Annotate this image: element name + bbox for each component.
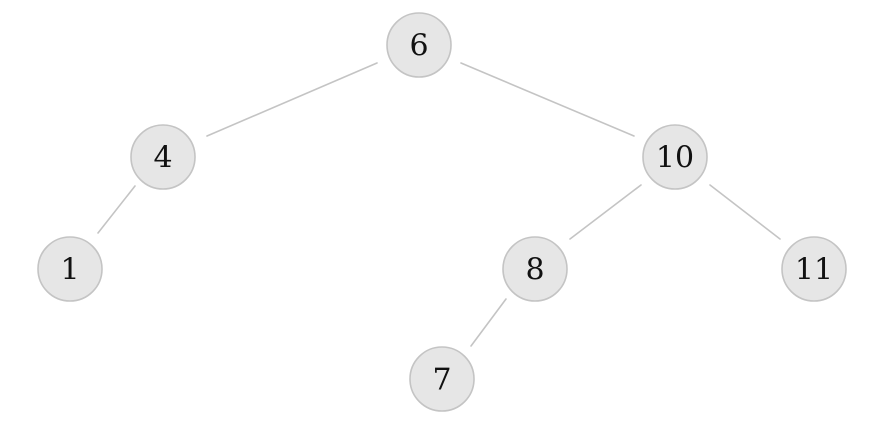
node-label: 11 [795, 253, 833, 288]
edge-6-4 [206, 62, 378, 137]
edge-10-8 [569, 184, 642, 240]
node-circle [502, 236, 568, 302]
node-label: 6 [409, 29, 428, 64]
tree-node-7: 7 [409, 346, 475, 412]
tree-node-10: 10 [642, 124, 708, 190]
node-label: 1 [60, 253, 79, 288]
edge-10-11 [709, 184, 781, 240]
edge-6-10 [460, 62, 635, 137]
tree-edges [97, 62, 781, 347]
node-circle [642, 124, 708, 190]
tree-node-6: 6 [386, 12, 452, 78]
edge-8-7 [470, 298, 507, 347]
node-circle [37, 236, 103, 302]
node-circle [386, 12, 452, 78]
node-circle [781, 236, 847, 302]
edge-4-1 [97, 185, 136, 234]
node-label: 7 [432, 363, 451, 398]
tree-node-11: 11 [781, 236, 847, 302]
node-label: 10 [656, 141, 694, 176]
node-label: 8 [525, 253, 544, 288]
tree-node-4: 4 [130, 124, 196, 190]
node-circle [130, 124, 196, 190]
tree-node-1: 1 [37, 236, 103, 302]
tree-node-8: 8 [502, 236, 568, 302]
node-circle [409, 346, 475, 412]
node-label: 4 [153, 141, 172, 176]
